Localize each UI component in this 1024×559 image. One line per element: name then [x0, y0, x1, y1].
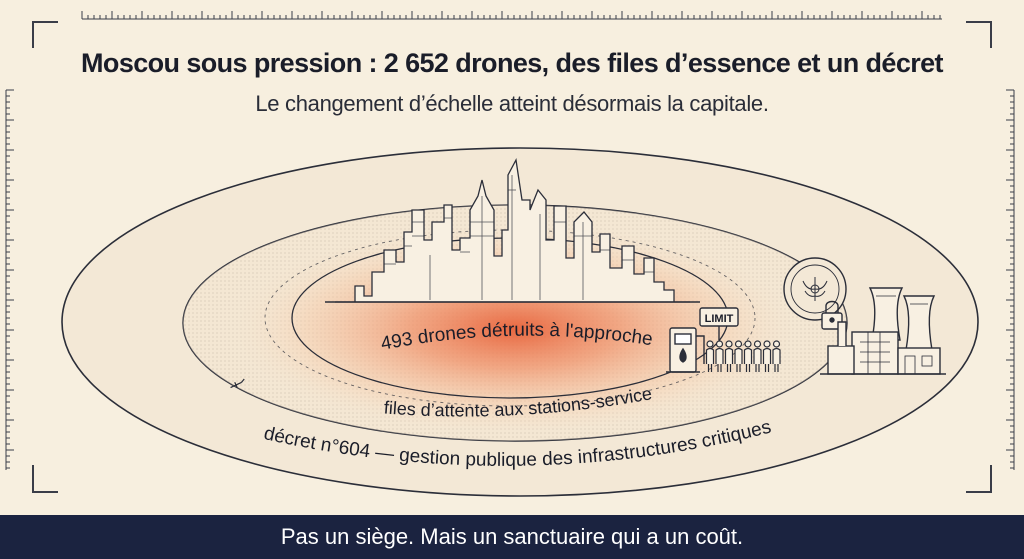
- frame-corners: [32, 21, 992, 493]
- queue-person: [734, 340, 743, 372]
- queue-person: [705, 340, 715, 372]
- city-skyline-icon: [335, 157, 690, 303]
- queue-person: [753, 340, 762, 372]
- queue-person: [772, 340, 781, 372]
- fuel-pump-icon: [666, 327, 705, 373]
- svg-text:LIMIT: LIMIT: [705, 313, 734, 325]
- page-subtitle: Le changement d’échelle atteint désormai…: [255, 91, 769, 116]
- queue-person: [743, 340, 753, 372]
- drone-icon: [230, 378, 245, 389]
- page-title: Moscou sous pression : 2 652 drones, des…: [81, 48, 944, 78]
- frame-top-ruler: [81, 11, 942, 20]
- queue-person: [715, 340, 724, 372]
- power-plant-icon: [820, 287, 946, 375]
- queue-person: [724, 340, 734, 372]
- padlock-icon: [821, 300, 843, 330]
- limit-sign: LIMIT: [699, 307, 739, 340]
- frame-side-rulers: [5, 89, 1015, 470]
- queue-people-icon: [705, 340, 781, 372]
- footer-tagline: Pas un siège. Mais un sanctuaire qui a u…: [280, 524, 744, 549]
- seal-emblem-icon: [783, 257, 847, 321]
- footer-bar: [0, 515, 1024, 559]
- queue-person: [762, 340, 772, 372]
